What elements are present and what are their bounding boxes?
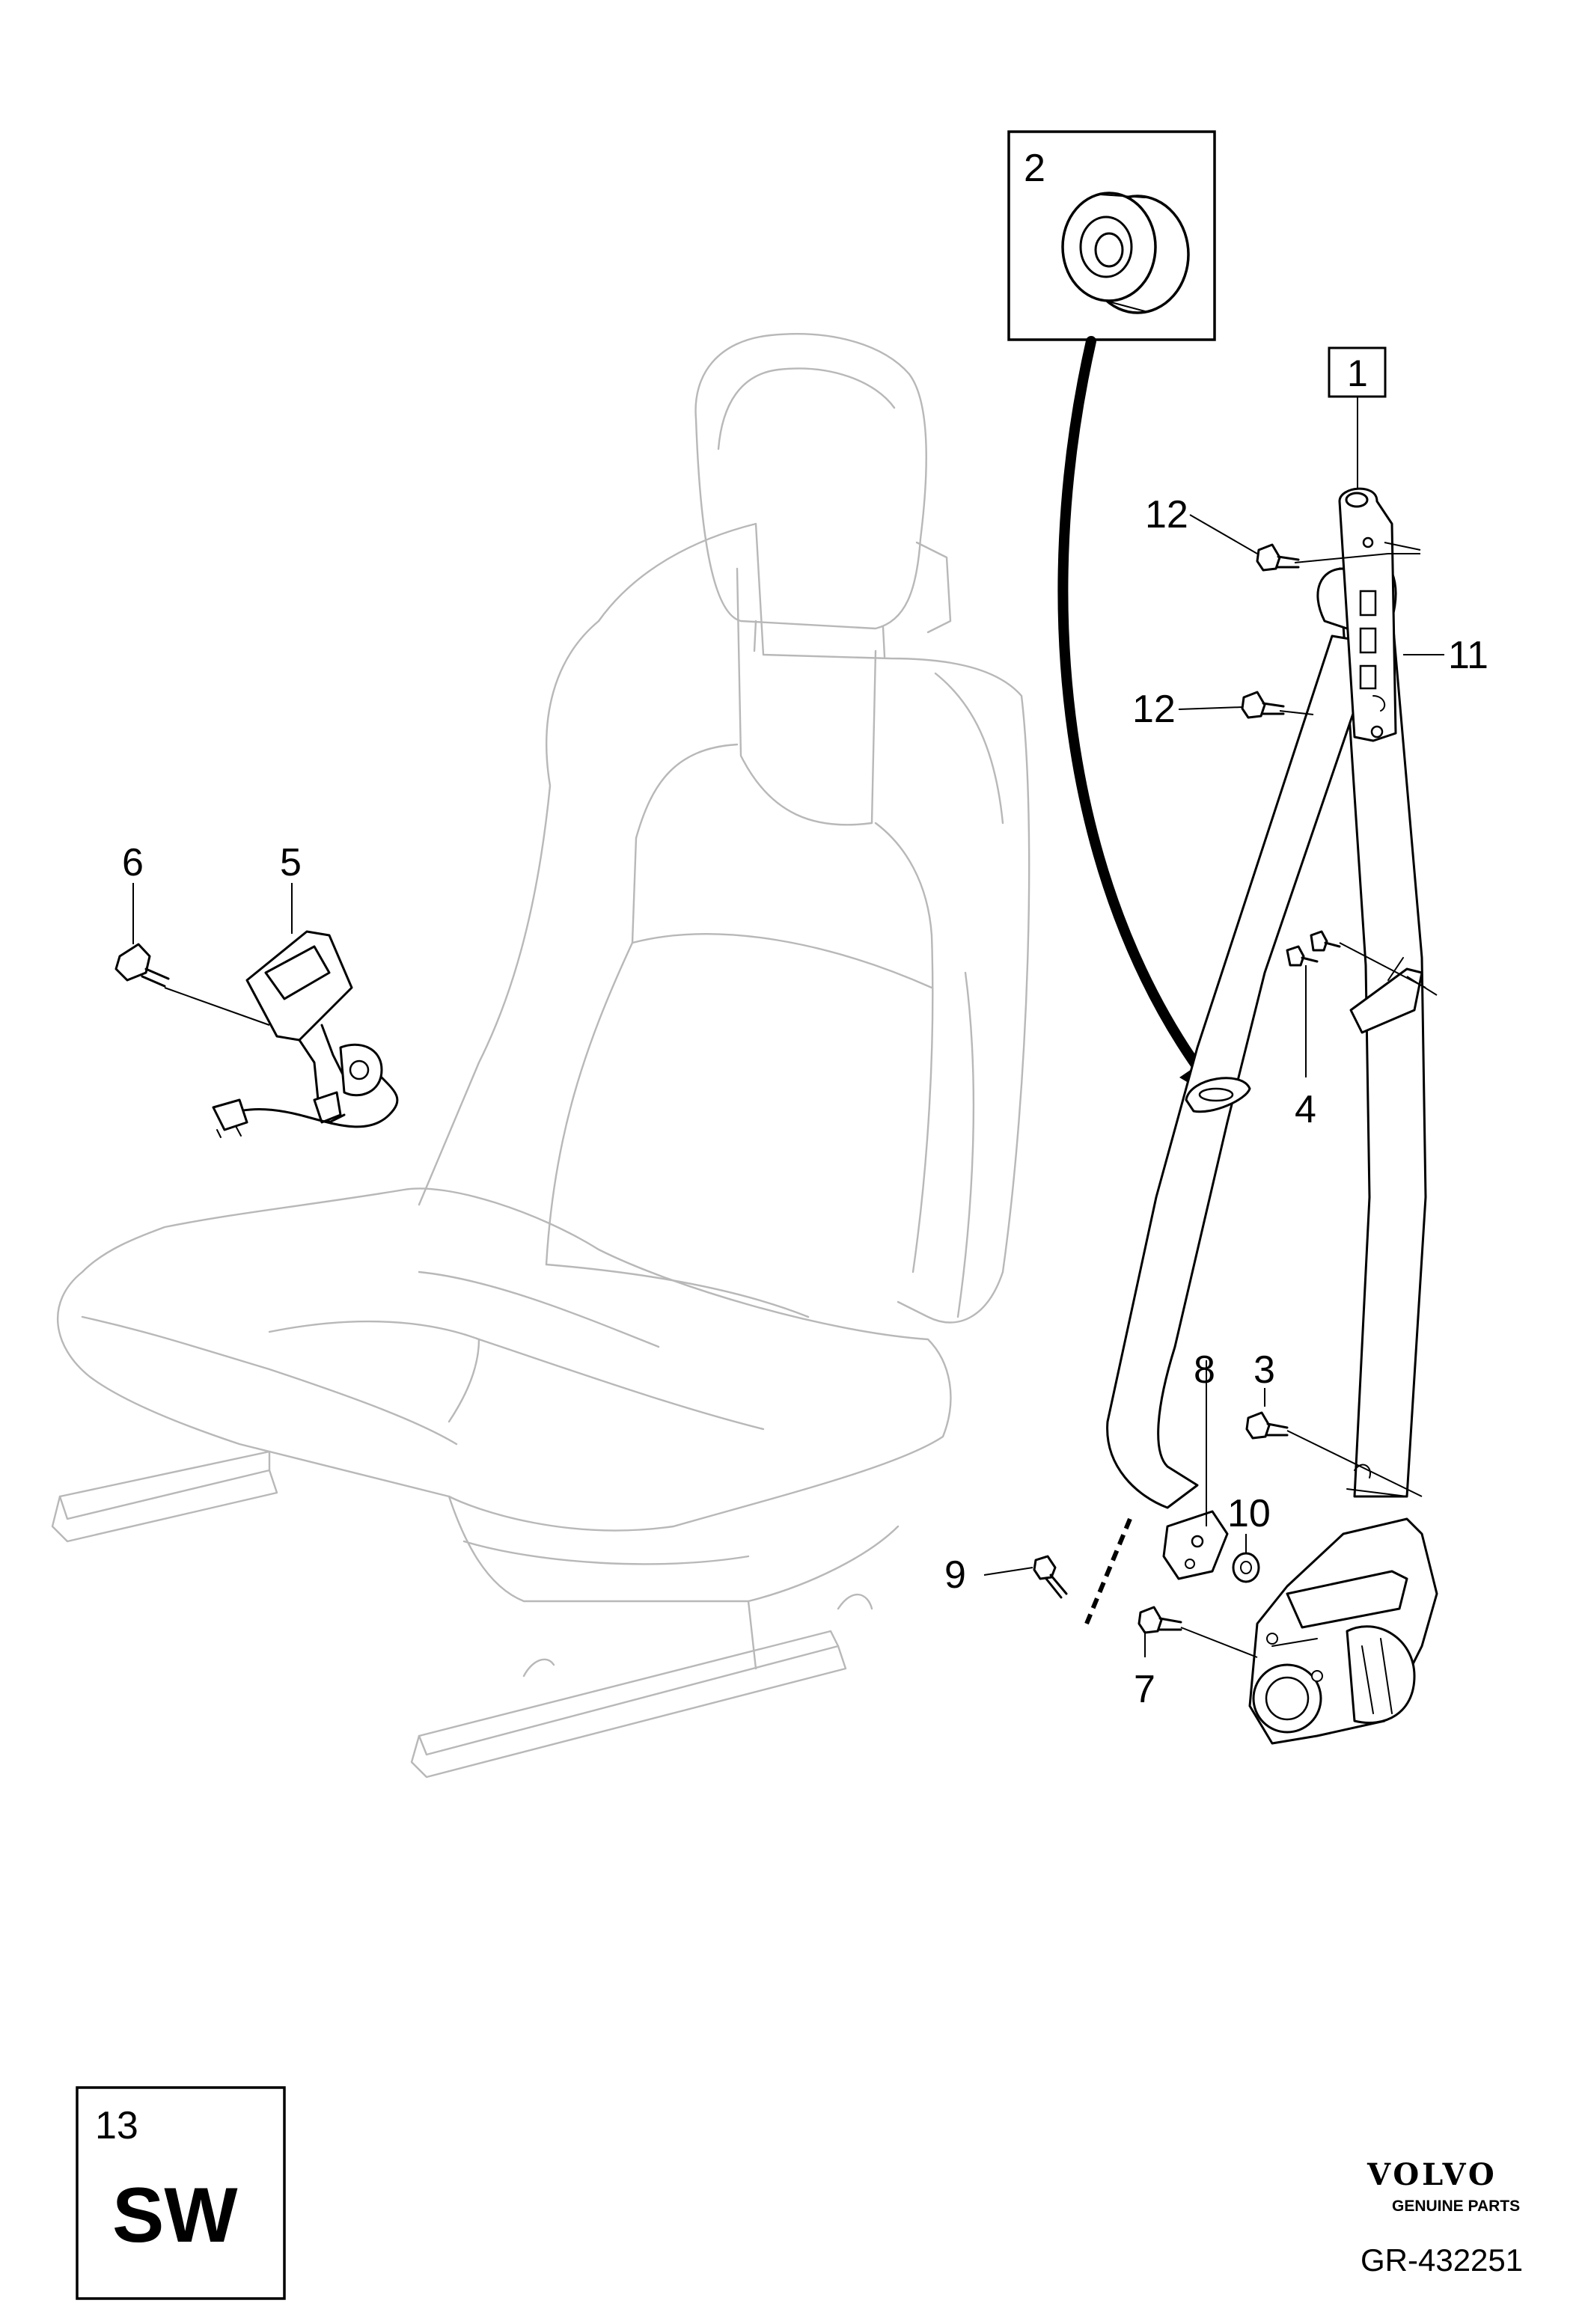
callout-1: 1: [1347, 352, 1368, 394]
callout-3: 3: [1253, 1348, 1275, 1392]
section-box: 13 SW: [76, 2086, 286, 2300]
grommet-icon: [1061, 192, 1190, 314]
brand-block: VOLVO GENUINE PARTS GR-432251: [1361, 2157, 1523, 2278]
callout-6: 6: [122, 841, 144, 884]
callout-2: 2: [1024, 147, 1045, 190]
bolt-icon: [1245, 1411, 1289, 1440]
callout-labels: 12 11 12 6 5 4 8 3 10 9 7: [122, 493, 1488, 1711]
bolt-icon: [1137, 1606, 1182, 1634]
section-code: SW: [112, 2172, 238, 2259]
seat-belt-assembly: [1084, 487, 1438, 1745]
callout-10: 10: [1227, 1492, 1271, 1535]
buckle-assembly: [212, 930, 399, 1138]
nut-icon: [1232, 1552, 1260, 1583]
leader-lines: [132, 514, 1444, 1658]
bolt-icon: [1033, 1555, 1068, 1599]
callout-7: 7: [1134, 1668, 1155, 1711]
callout-8: 8: [1194, 1348, 1215, 1392]
callout-5: 5: [280, 841, 302, 884]
callout-12-upper: 12: [1145, 493, 1188, 536]
callout-12-lower: 12: [1132, 688, 1176, 731]
section-number: 13: [95, 2104, 138, 2147]
bolt-icon: [1241, 691, 1285, 719]
grommet-detail-box: 2: [1007, 130, 1227, 1106]
brand-tagline: GENUINE PARTS: [1392, 2198, 1520, 2215]
callout-4: 4: [1295, 1088, 1316, 1131]
callout-9: 9: [944, 1553, 966, 1597]
drawing-reference: GR-432251: [1361, 2242, 1523, 2278]
bolt-icon: [114, 943, 170, 988]
callout-11: 11: [1448, 634, 1488, 677]
bolt-icon: [1286, 930, 1341, 967]
callout-1-box: 1: [1328, 346, 1387, 503]
bolt-icon: [1256, 543, 1300, 572]
brand-name: VOLVO: [1366, 2157, 1497, 2192]
seat-outline: [51, 333, 1030, 1779]
